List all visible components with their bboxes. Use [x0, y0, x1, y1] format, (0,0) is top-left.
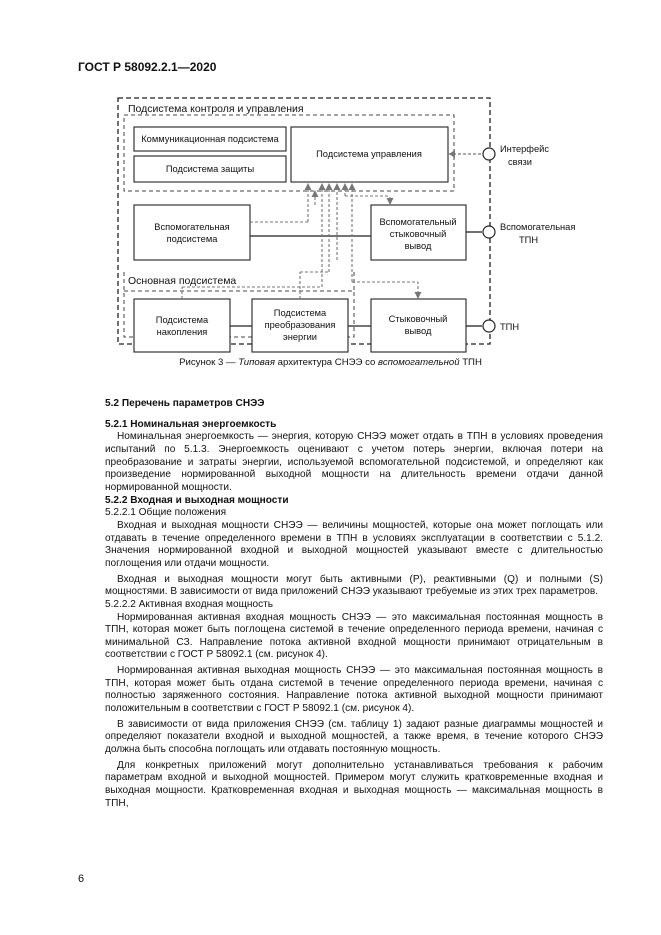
svg-text:стыковочный: стыковочный	[390, 229, 447, 239]
svg-text:энергии: энергии	[283, 332, 317, 342]
svg-text:Стыковочный: Стыковочный	[389, 314, 448, 324]
main-subsystem-title: Основная подсистема	[128, 275, 236, 287]
protect-box	[133, 155, 287, 183]
tpn-terminal	[482, 319, 496, 333]
aux-tpn-label-2: ТПН	[519, 235, 538, 245]
control-label: Подсистема управления	[316, 149, 422, 159]
paragraph: Входная и выходная мощности СНЭЭ — велич…	[105, 519, 603, 569]
paragraph: Для конкретных приложений могут дополнит…	[105, 759, 603, 809]
svg-text:вывод: вывод	[405, 326, 432, 336]
control-box	[290, 126, 449, 183]
architecture-figure: Подсистема контроля и управления Коммуни…	[117, 97, 575, 353]
body-text: 5.2 Перечень параметров СНЭЭ 5.2.1 Номин…	[105, 389, 603, 810]
aux-output-box	[370, 204, 467, 261]
aux-tpn-label-1: Вспомогательная	[500, 222, 575, 232]
aux-subsystem-box	[133, 204, 251, 261]
clause-title: 5.2.2.1 Общие положения	[105, 507, 227, 519]
svg-text:подсистема: подсистема	[167, 234, 219, 244]
interface-label-1: Интерфейс	[500, 144, 549, 154]
clause-title: 5.2.2.2 Активная входная мощность	[105, 598, 274, 610]
aux-tpn-terminal	[482, 225, 496, 239]
document-header: ГОСТ Р 58092.2.1—2020	[78, 60, 217, 74]
paragraph: Нормированная активная выходная мощность…	[105, 665, 603, 715]
interface-label-2: связи	[508, 157, 532, 167]
section-heading: 5.2 Перечень параметров СНЭЭ	[105, 398, 265, 409]
page-number: 6	[78, 873, 85, 885]
control-subsystem-title: Подсистема контроля и управления	[128, 103, 304, 115]
subsection-heading: 5.2.1 Номинальная энергоемкость	[105, 418, 277, 430]
main-subsystem-boundary	[123, 290, 355, 338]
paragraph: Нормированная активная входная мощность …	[105, 611, 603, 661]
svg-text:накопления: накопления	[157, 327, 208, 337]
tpn-label: ТПН	[500, 322, 519, 332]
svg-text:Подсистема: Подсистема	[156, 315, 209, 325]
subsection-heading: 5.2.2 Входная и выходная мощности	[105, 494, 289, 506]
interface-terminal	[482, 147, 496, 161]
paragraph: В зависимости от вида приложения СНЭЭ (с…	[105, 718, 603, 756]
svg-text:вывод: вывод	[405, 241, 432, 251]
paragraph: Номинальная энергоемкость — энергия, кот…	[105, 431, 603, 493]
comm-label: Коммуникационная подсистема	[141, 134, 279, 144]
figure-caption: Рисунок 3 — Типовая архитектура СНЭЭ со …	[179, 357, 482, 368]
paragraph: Входная и выходная мощности могут быть а…	[105, 573, 603, 598]
storage-box	[133, 298, 231, 353]
svg-text:Вспомогательный: Вспомогательный	[379, 217, 456, 227]
protect-label: Подсистема защиты	[166, 164, 255, 174]
comm-box	[133, 126, 287, 152]
svg-text:Подсистема: Подсистема	[274, 308, 327, 318]
svg-text:преобразования: преобразования	[265, 320, 336, 330]
svg-text:Вспомогательная: Вспомогательная	[154, 222, 229, 232]
